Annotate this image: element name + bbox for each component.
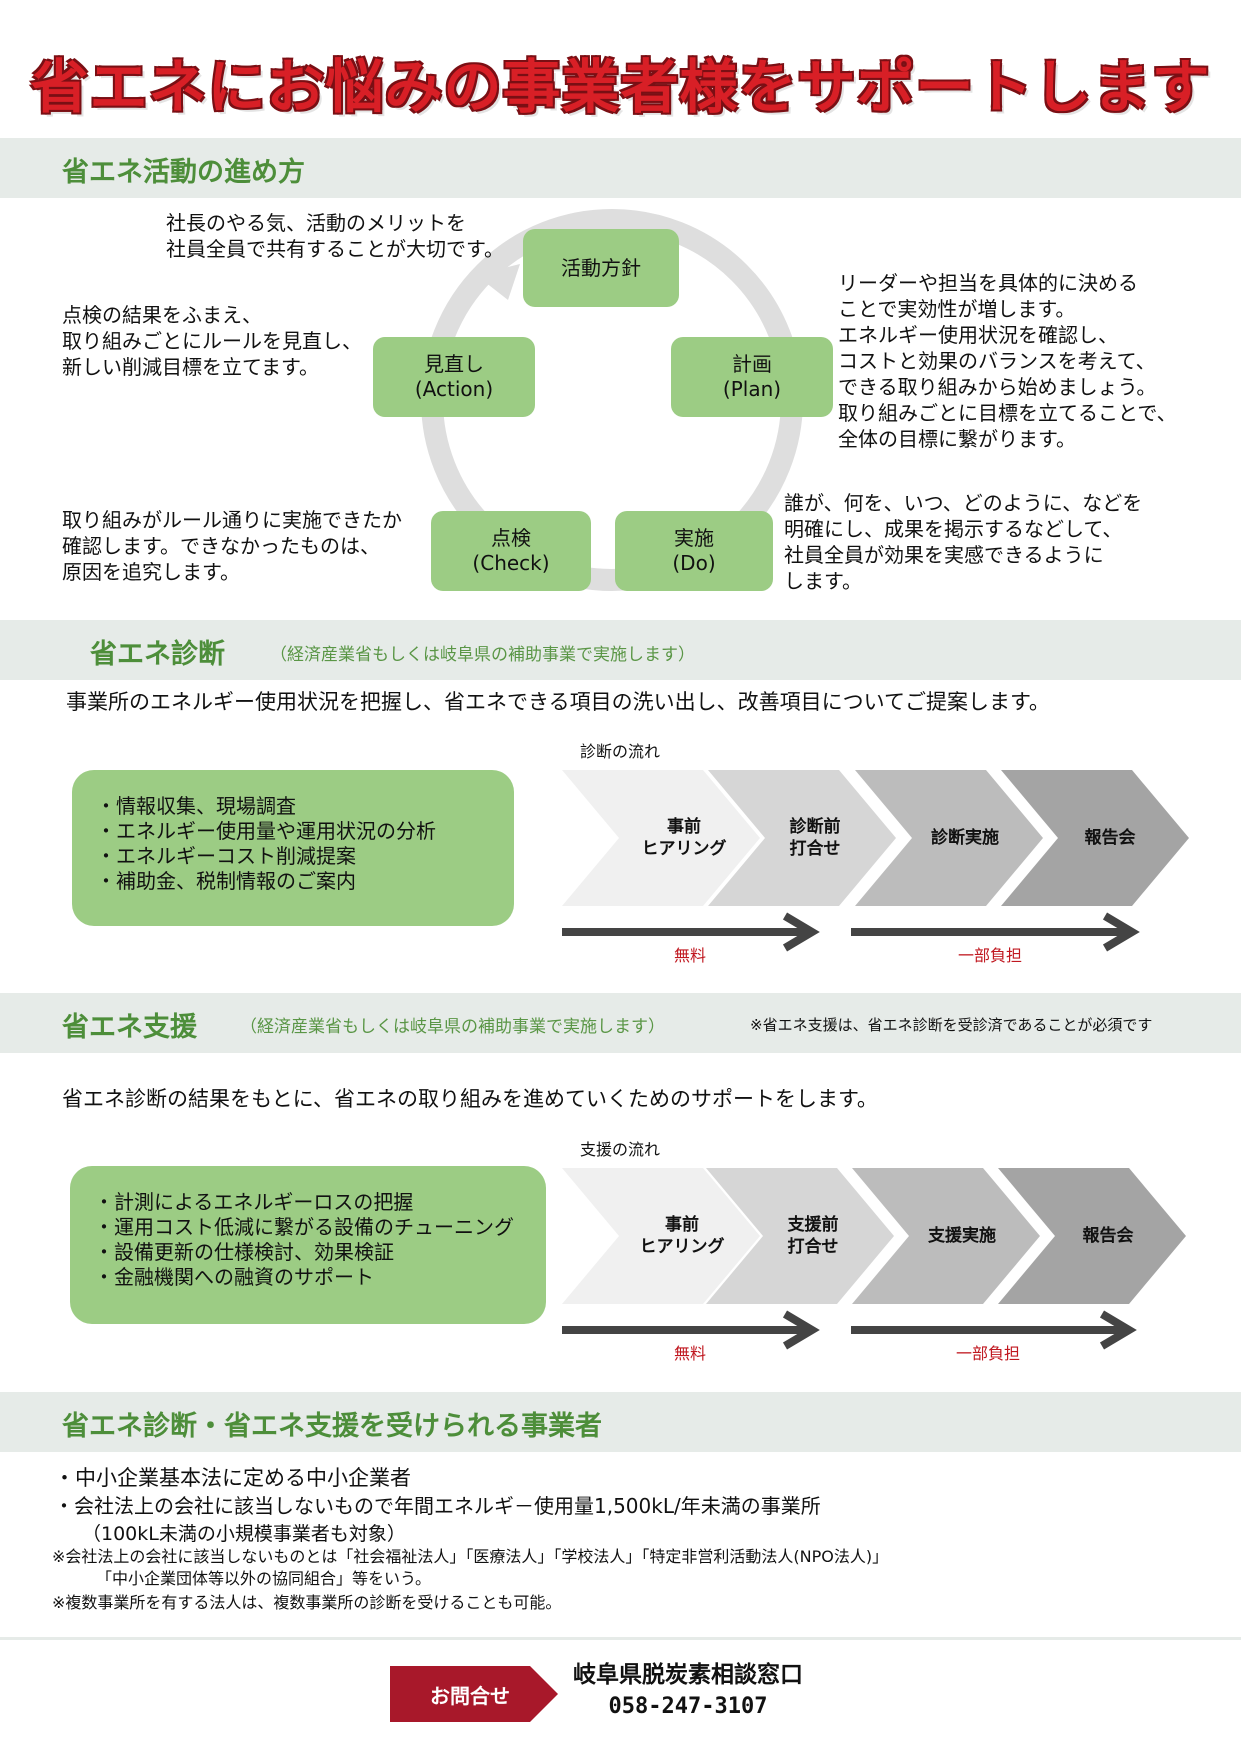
diagnosis-step-2: 診断前 打合せ [760, 800, 870, 876]
diagnosis-intro: 事業所のエネルギー使用状況を把握し、省エネできる項目の洗い出し、改善項目について… [66, 690, 1050, 714]
chevron-step-4 [1001, 770, 1189, 906]
section-note-diagnosis: （経済産業省もしくは岐阜県の補助事業で実施します） [270, 645, 695, 665]
page-title: 省エネにお悩みの事業者様をサポートします [30, 53, 1211, 121]
section-heading-diagnosis: 省エネ診断 [90, 639, 225, 670]
note-plan: リーダーや担当を具体的に決める ことで実効性が増します。 エネルギー使用状況を確… [838, 271, 1177, 451]
support-step-4-label: 報告会 [1082, 1226, 1134, 1246]
pdca-label-plan: 計画 (Plan) [722, 352, 782, 401]
section-heading-eligibility: 省エネ診断・省エネ支援を受けられる事業者 [62, 1411, 602, 1442]
support-step-3-label: 支援実施 [928, 1226, 996, 1246]
diagnosis-step-4: 報告会 [1050, 800, 1170, 876]
diagnosis-partial-label: 一部負担 [957, 946, 1022, 965]
section-note-support: （経済産業省もしくは岐阜県の補助事業で実施します） [240, 1017, 665, 1037]
section-band-eligibility [0, 1392, 1241, 1452]
chevron-step-1 [562, 770, 760, 906]
note-do: 誰が、何を、いつ、どのように、などを 明確にし、成果を掲示するなどして、 社員全… [784, 491, 1143, 593]
pdca-label-do: 実施 (Do) [672, 526, 716, 575]
support-free-label: 無料 [673, 1344, 706, 1363]
eligibility-note-1-sub: 「中小企業団体等以外の協同組合」等をいう。 [96, 1569, 432, 1588]
section-band-activity [0, 138, 1241, 198]
support-free-arrowhead-icon [782, 1310, 820, 1350]
diagnosis-step-2-label: 診断前 打合せ [789, 817, 841, 859]
pdca-box-policy: 活動方針 [523, 229, 679, 307]
section-band-diagnosis [0, 620, 1241, 680]
diagnosis-step-1: 事前 ヒアリング [624, 800, 744, 876]
pdca-box-check: 点検 (Check) [431, 511, 591, 591]
note-policy: 社長のやる気、活動のメリットを 社員全員で共有することが大切です。 [166, 211, 504, 261]
section-heading-activity: 省エネ活動の進め方 [62, 157, 305, 188]
chevron-step-2 [708, 770, 896, 906]
support-partial-label: 一部負担 [955, 1344, 1020, 1363]
eligibility-bullet-2: ・会社法上の会社に該当しないもので年間エネルギ－使用量1,500kL/年未満の事… [54, 1494, 821, 1518]
section-heading-support: 省エネ支援 [62, 1012, 197, 1043]
support-step-1: 事前 ヒアリング [622, 1198, 742, 1274]
diagnosis-step-4-label: 報告会 [1084, 828, 1136, 848]
support-step-2-label: 支援前 打合せ [787, 1215, 839, 1257]
support-chevron-step-4 [998, 1168, 1186, 1304]
support-chevron-step-1 [562, 1168, 760, 1304]
free-arrowhead-icon [782, 912, 820, 952]
support-step-4: 報告会 [1048, 1198, 1168, 1274]
contact-name: 岐阜県脱炭素相談窓口 [573, 1662, 803, 1688]
note-check: 取り組みがルール通りに実施できたか 確認します。できなかったものは、 原因を追究… [62, 508, 402, 584]
contact-tag: お問合せ [430, 1683, 510, 1708]
pdca-box-plan: 計画 (Plan) [671, 337, 833, 417]
diagnosis-step-3: 診断実施 [905, 800, 1025, 876]
contact-phone[interactable]: 058-247-3107 [608, 1694, 768, 1719]
support-side-note: ※省エネ支援は、省エネ診断を受診済であることが必須です [750, 1016, 1153, 1034]
pdca-label-policy: 活動方針 [561, 255, 641, 280]
pdca-box-action: 見直し (Action) [373, 337, 535, 417]
section-band-support [0, 993, 1241, 1053]
diagnosis-free-label: 無料 [673, 946, 706, 965]
chevron-step-3 [855, 770, 1043, 906]
eligibility-note-2: ※複数事業所を有する法人は、複数事業所の診断を受けることも可能。 [52, 1593, 562, 1612]
cycle-arrowhead-icon [476, 264, 520, 300]
partial-arrowhead-icon [1102, 912, 1140, 952]
support-step-1-label: 事前 ヒアリング [639, 1215, 725, 1257]
eligibility-bullet-2-sub: （100kL未満の小規模事業者も対象） [82, 1523, 406, 1545]
pdca-box-do: 実施 (Do) [615, 511, 773, 591]
diagnosis-items-box: ・情報収集、現場調査 ・エネルギー使用量や運用状況の分析 ・エネルギーコスト削減… [72, 770, 514, 926]
bottom-divider [0, 1637, 1241, 1640]
support-step-2: 支援前 打合せ [758, 1198, 868, 1274]
pdca-label-action: 見直し (Action) [414, 352, 494, 401]
eligibility-note-1: ※会社法上の会社に該当しないものとは「社会福祉法人」「医療法人」「学校法人」「特… [52, 1547, 889, 1566]
support-items-box: ・計測によるエネルギーロスの把握 ・運用コスト低減に繋がる設備のチューニング ・… [70, 1166, 546, 1324]
diagnosis-step-1-label: 事前 ヒアリング [641, 817, 727, 859]
support-partial-arrowhead-icon [1099, 1310, 1137, 1350]
support-step-3: 支援実施 [902, 1198, 1022, 1274]
diagnosis-flow-label: 診断の流れ [580, 742, 661, 761]
eligibility-bullet-1: ・中小企業基本法に定める中小企業者 [54, 1466, 411, 1490]
support-chevron-step-3 [852, 1168, 1040, 1304]
note-action: 点検の結果をふまえ、 取り組みごとにルールを見直し、 新しい削減目標を立てます。 [62, 303, 362, 379]
pdca-label-check: 点検 (Check) [472, 526, 550, 575]
support-intro: 省エネ診断の結果をもとに、省エネの取り組みを進めていくためのサポートをします。 [62, 1087, 878, 1111]
diagnosis-step-3-label: 診断実施 [931, 828, 999, 848]
support-chevron-step-2 [706, 1168, 894, 1304]
support-flow-label: 支援の流れ [580, 1140, 661, 1159]
